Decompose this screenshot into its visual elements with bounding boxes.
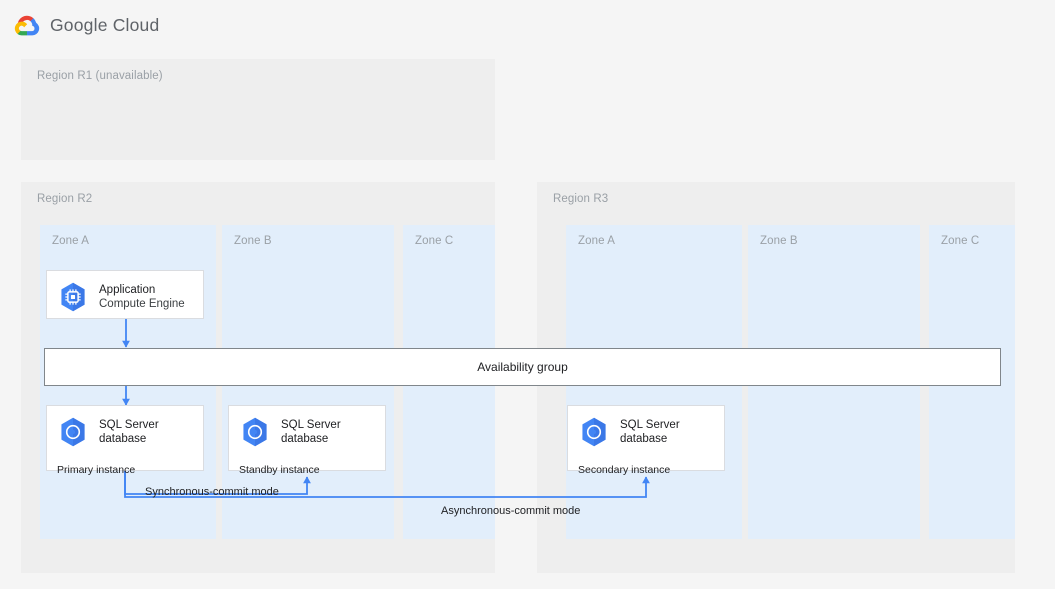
card-secondary-db-content: SQL Server database [568,406,724,457]
availability-group-bar: Availability group [44,348,1001,386]
card-application-subtitle: Compute Engine [99,298,185,310]
card-application[interactable]: Application Compute Engine [46,270,204,319]
region-r1-label: Region R1 (unavailable) [37,70,163,82]
region-r1: Region R1 (unavailable) [21,59,495,160]
card-primary-db-text: SQL Server database [99,418,159,447]
card-primary-db-content: SQL Server database [47,406,203,457]
zone-r2-b-label: Zone B [234,235,272,247]
card-secondary-db-footer: Secondary instance [578,464,671,476]
card-secondary-db-text: SQL Server database [620,418,680,447]
region-r3-label: Region R3 [553,193,609,205]
compute-engine-icon [61,282,85,312]
zone-r3-b-label: Zone B [760,235,798,247]
card-standby-db-content: SQL Server database [229,406,385,457]
google-cloud-logo-icon [14,15,40,36]
zone-r3-a-label: Zone A [578,235,616,247]
card-application-content: Application Compute Engine [47,271,203,322]
region-r2-label: Region R2 [37,193,93,205]
card-secondary-db-title: SQL Server database [620,418,680,445]
availability-group-label: Availability group [477,360,568,374]
sql-server-database-icon [582,417,606,447]
card-standby-db-text: SQL Server database [281,418,341,447]
sql-server-database-icon [61,417,85,447]
card-standby-db[interactable]: SQL Server database Standby instance [228,405,386,476]
card-application-title: Application [99,283,156,296]
gcp-wordmark: Google Cloud [50,14,160,35]
card-application-text: Application Compute Engine [99,283,185,312]
asynchronous-commit-label: Asynchronous-commit mode [441,505,581,517]
synchronous-commit-label: Synchronous-commit mode [145,486,279,498]
card-secondary-db[interactable]: SQL Server database Secondary instance [567,405,725,476]
page-header: Google Cloud [14,12,159,38]
card-primary-db-footer: Primary instance [57,464,136,476]
zone-r2-a-label: Zone A [52,235,90,247]
zone-r3-c-label: Zone C [941,235,980,247]
sql-server-database-icon [243,417,267,447]
card-standby-db-title: SQL Server database [281,418,341,445]
zone-r2-c-label: Zone C [415,235,454,247]
card-primary-db[interactable]: SQL Server database Primary instance [46,405,204,476]
card-primary-db-title: SQL Server database [99,418,159,445]
card-standby-db-footer: Standby instance [239,464,320,476]
